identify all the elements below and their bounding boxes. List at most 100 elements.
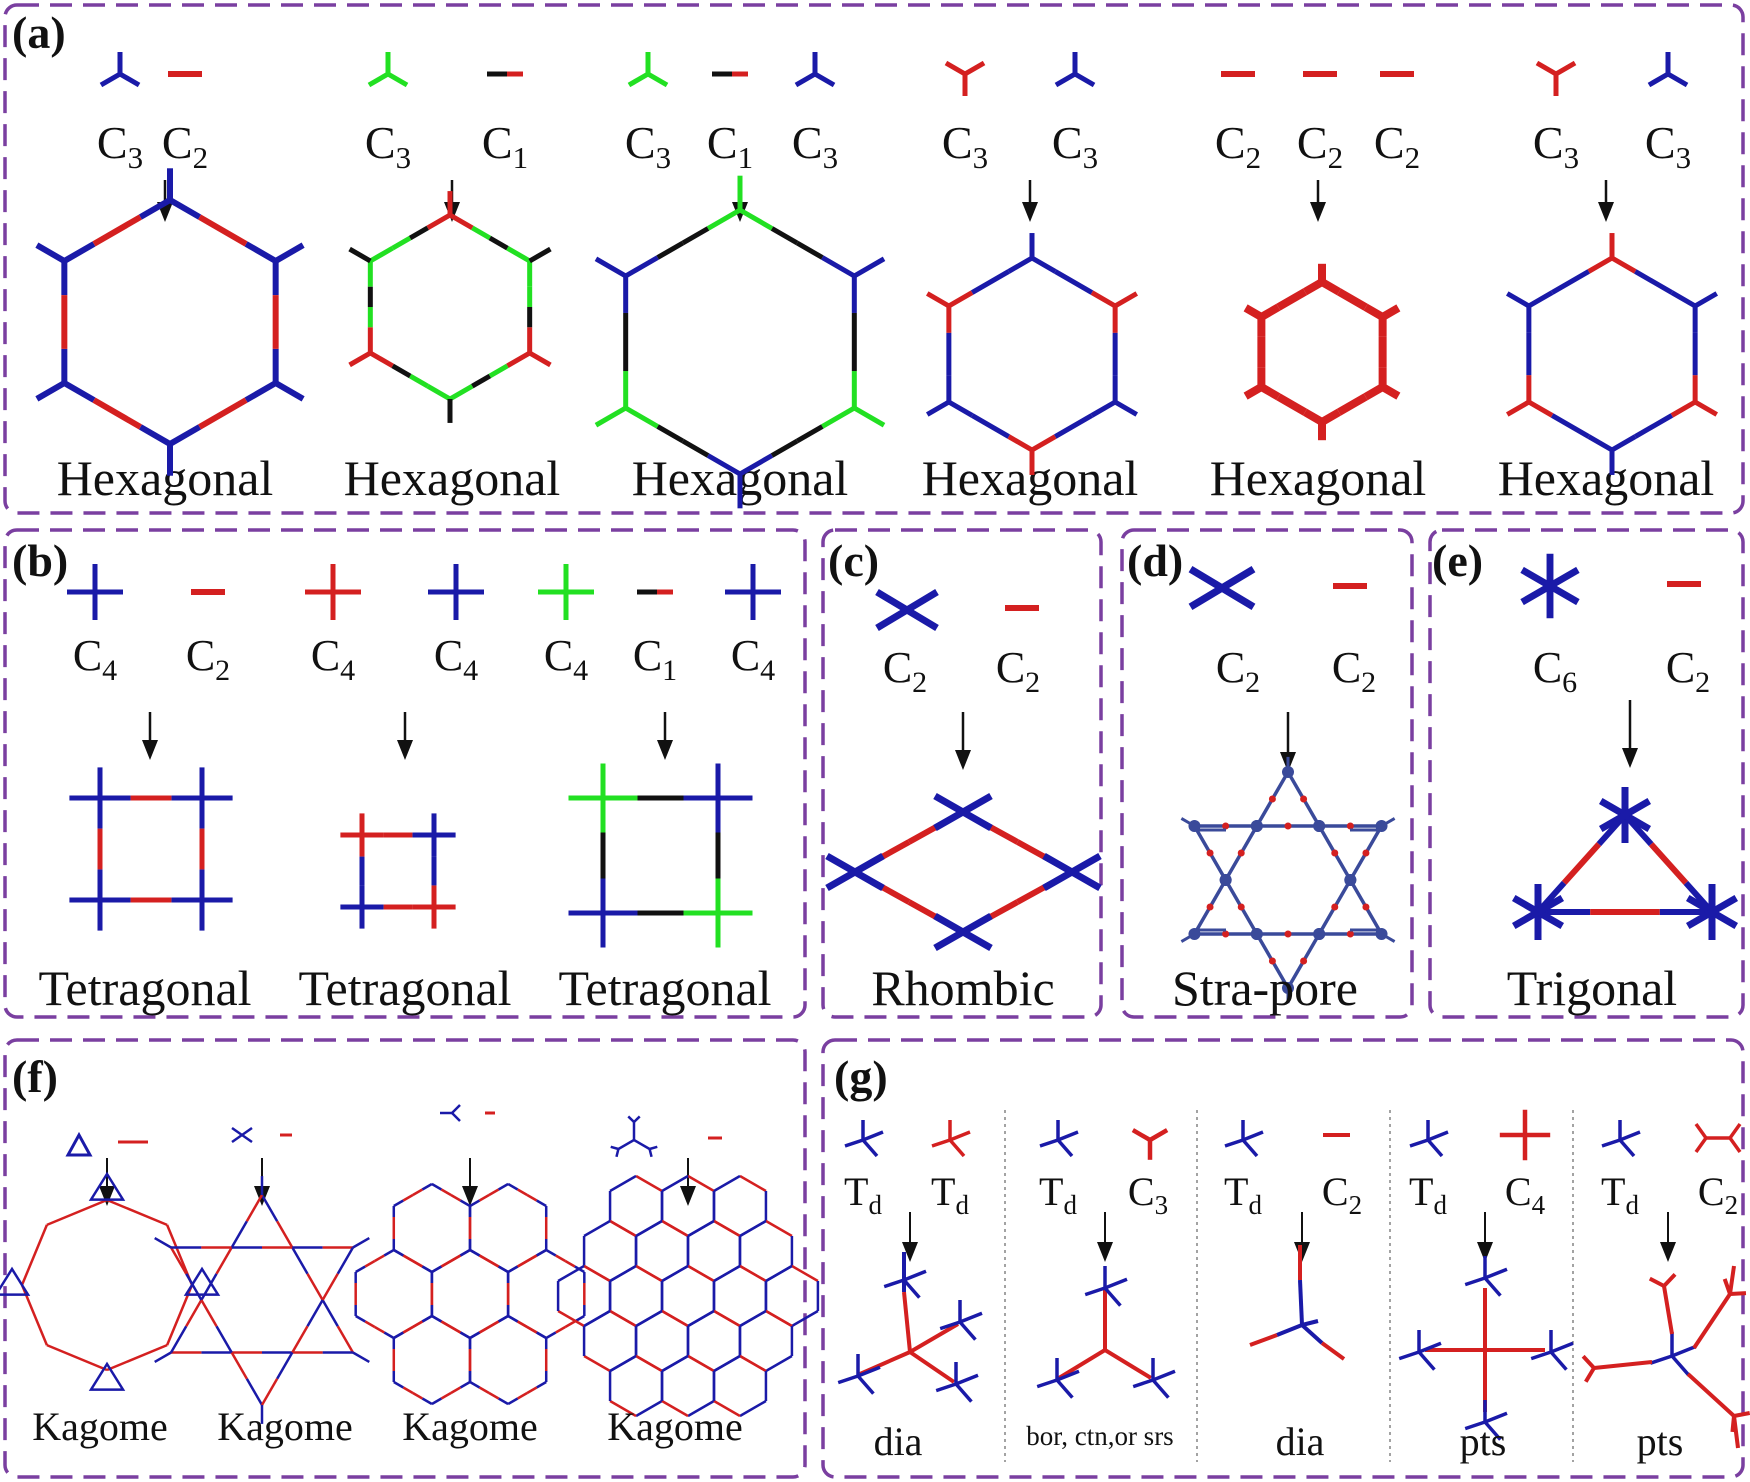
monomer-stroke bbox=[1152, 1369, 1176, 1382]
monomer-stroke bbox=[1694, 1136, 1708, 1154]
symmetry-label: Td bbox=[844, 1169, 882, 1220]
bond bbox=[62, 241, 96, 264]
linker bbox=[1276, 288, 1308, 311]
bond-half bbox=[517, 1391, 528, 1400]
c4-monomer-icon bbox=[725, 564, 781, 620]
bond-half bbox=[364, 1320, 376, 1329]
bond bbox=[583, 1354, 611, 1373]
stub bbox=[1113, 399, 1139, 417]
bond bbox=[1090, 290, 1117, 309]
bond bbox=[291, 1246, 309, 1275]
symmetry-subscript: 1 bbox=[738, 140, 754, 175]
arrow-head bbox=[1310, 202, 1326, 222]
symmetry-symbol: C bbox=[1533, 117, 1564, 168]
bond bbox=[739, 1309, 767, 1328]
bond-half bbox=[517, 1188, 528, 1197]
bond-half bbox=[374, 1254, 385, 1263]
symmetry-label: C2 bbox=[1698, 1169, 1738, 1220]
bond-half bbox=[450, 1386, 462, 1395]
monomer-stroke bbox=[1054, 71, 1077, 88]
topology-label: Hexagonal bbox=[344, 450, 561, 506]
bond-half bbox=[988, 899, 1019, 920]
bond-half bbox=[507, 1265, 519, 1274]
panel-label: (c) bbox=[828, 535, 879, 586]
monomer-stroke bbox=[1618, 1138, 1636, 1158]
linker bbox=[1561, 842, 1602, 885]
bond bbox=[1733, 1411, 1750, 1418]
bond-half bbox=[795, 424, 824, 444]
bond-half bbox=[408, 373, 429, 389]
topology-label: Kagome bbox=[402, 1404, 538, 1449]
symmetry-subscript: d bbox=[1248, 1190, 1262, 1220]
panel-f-frame bbox=[3, 1038, 807, 1479]
bond-half bbox=[440, 1391, 452, 1400]
bond-half bbox=[536, 1380, 547, 1389]
bond bbox=[738, 207, 774, 231]
x-monomer-icon bbox=[1188, 565, 1256, 611]
monomer-stroke bbox=[1039, 1138, 1059, 1148]
symmetry-subscript: 1 bbox=[513, 140, 529, 175]
bond-half bbox=[440, 1259, 452, 1268]
bond bbox=[1090, 399, 1117, 418]
stub bbox=[528, 350, 552, 368]
tetrahedral-monomer-icon bbox=[1601, 1120, 1641, 1158]
monomer-stroke bbox=[1057, 1130, 1079, 1142]
bond bbox=[1249, 1333, 1278, 1347]
bond-half bbox=[402, 1254, 414, 1263]
monomer-stroke bbox=[955, 1373, 979, 1386]
bond bbox=[369, 245, 394, 264]
monomer-stroke bbox=[1224, 1138, 1244, 1148]
topology-label: Kagome bbox=[217, 1404, 353, 1449]
bond bbox=[215, 1246, 233, 1275]
bond bbox=[738, 453, 774, 477]
topology-label: dia bbox=[1276, 1419, 1325, 1464]
monomer-stroke bbox=[367, 71, 390, 88]
linker-dot bbox=[1237, 903, 1245, 911]
monomer-stroke bbox=[949, 1130, 971, 1142]
linker bbox=[1550, 269, 1590, 295]
symmetry-symbol: C bbox=[73, 631, 102, 680]
bond bbox=[583, 1264, 611, 1283]
tetrahedral-monomer-icon bbox=[1464, 1400, 1508, 1441]
monomer-stroke bbox=[649, 1145, 658, 1151]
bond bbox=[260, 1194, 279, 1222]
tetragonal-network bbox=[340, 813, 456, 929]
monomer-stroke bbox=[1728, 1136, 1742, 1154]
dia-network bbox=[1249, 1245, 1346, 1361]
monomer-stroke bbox=[844, 1138, 864, 1148]
linker-dot bbox=[1331, 849, 1339, 857]
tetrahedral-monomer-icon bbox=[1398, 1330, 1442, 1371]
node-stroke bbox=[933, 912, 993, 952]
bond bbox=[306, 1273, 324, 1301]
arrow-head bbox=[1598, 202, 1614, 222]
symmetry-label: C4 bbox=[731, 631, 775, 687]
triangle-node bbox=[183, 1266, 221, 1296]
linker bbox=[1634, 413, 1674, 439]
monomer-stroke bbox=[1418, 1341, 1442, 1354]
topology-label: pts bbox=[1460, 1419, 1507, 1464]
bond bbox=[687, 1354, 715, 1373]
bond-half bbox=[383, 1248, 395, 1257]
monomer-stroke bbox=[939, 1320, 961, 1331]
bond-half bbox=[681, 226, 710, 246]
bond-half bbox=[497, 1314, 509, 1323]
monomer-stroke bbox=[862, 1130, 884, 1142]
monomer-stroke bbox=[627, 1115, 635, 1123]
symmetry-subscript: d bbox=[1433, 1190, 1447, 1220]
symmetry-label: C4 bbox=[73, 631, 117, 687]
linker bbox=[1634, 269, 1674, 295]
stub bbox=[348, 350, 372, 368]
bond bbox=[244, 380, 278, 403]
symmetry-label: Td bbox=[931, 1169, 969, 1220]
monomer-stroke bbox=[1409, 1138, 1429, 1148]
symmetry-subscript: 4 bbox=[340, 654, 355, 687]
bond-half bbox=[478, 1325, 490, 1334]
c4-monomer-icon bbox=[1499, 1109, 1551, 1161]
linker-dot bbox=[1284, 930, 1292, 938]
bond-half bbox=[469, 1248, 481, 1257]
monomer-stroke bbox=[1103, 1286, 1122, 1307]
monomer-stroke bbox=[1242, 1130, 1264, 1142]
linker bbox=[1276, 393, 1308, 416]
bond bbox=[200, 1273, 218, 1301]
